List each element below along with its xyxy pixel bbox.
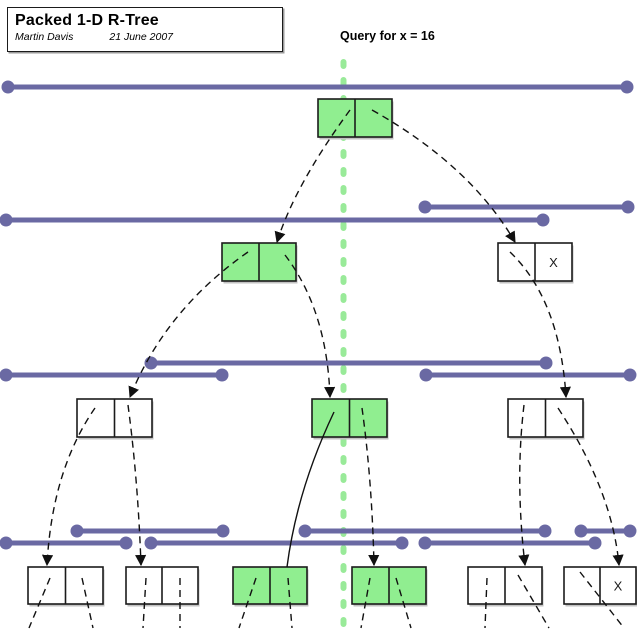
node-l3-mid [311, 398, 389, 440]
stub-l4-1b [81, 577, 94, 629]
interval-endpoint [216, 524, 230, 538]
stub-l4-4a [360, 577, 371, 629]
interval-endpoint [0, 536, 13, 550]
link-l3-mid-to-l4-4 [361, 407, 380, 567]
node-l4-3 [232, 566, 309, 607]
link-l3-left-to-l4-1 [41, 407, 96, 567]
interval-endpoint [539, 356, 553, 370]
title-box: Packed 1-D R-Tree Martin Davis 21 June 20… [7, 7, 283, 52]
interval-endpoint [215, 368, 229, 382]
query-label: Query for x = 16 [340, 29, 435, 43]
interval-l3-right [419, 368, 637, 382]
stub-l4-1a [28, 577, 51, 629]
link-l2-left-to-l3-left [128, 251, 249, 399]
interval-endpoint [623, 524, 637, 538]
interval-endpoint [395, 536, 409, 550]
node-l4-4 [351, 566, 428, 607]
null-entry-label: X [614, 579, 623, 594]
stub-l4-3a [238, 577, 257, 629]
interval-l4-b [298, 524, 552, 538]
interval-endpoint [621, 200, 635, 214]
node-root [317, 98, 394, 140]
stub-l4-5a [484, 577, 488, 629]
interval-endpoint [418, 536, 432, 550]
interval-l2-left [0, 213, 550, 227]
interval-endpoint [298, 524, 312, 538]
interval-endpoint [418, 200, 432, 214]
stub-l4-5b [517, 574, 550, 629]
interval-endpoint [0, 213, 13, 227]
node-l2-right: X [497, 242, 574, 284]
link-l3-left-to-l4-2 [127, 404, 147, 567]
node-l4-2 [125, 566, 200, 607]
interval-l4-e [144, 536, 409, 550]
interval-endpoint [419, 368, 433, 382]
link-l3-right-to-l4-5 [518, 404, 530, 567]
interval-l4-a [70, 524, 230, 538]
interval-endpoint [620, 80, 634, 94]
interval-endpoint [144, 356, 158, 370]
slide-title: Packed 1-D R-Tree [15, 12, 159, 29]
node-l4-1 [27, 566, 105, 607]
interval-endpoint [574, 524, 588, 538]
author-name: Martin Davis [15, 31, 74, 43]
interval-endpoint [536, 213, 550, 227]
interval-l2-right [418, 200, 635, 214]
link-root-to-l2-left [274, 109, 351, 244]
stub-l4-2a [142, 577, 147, 629]
interval-endpoint [70, 524, 84, 538]
byline: Martin Davis 21 June 2007 [15, 31, 282, 43]
node-l4-5 [467, 566, 544, 607]
node-l3-left [76, 398, 154, 440]
interval-endpoint [144, 536, 158, 550]
link-l2-left-to-l3-mid [284, 254, 336, 399]
interval-l4-f [418, 536, 602, 550]
interval-endpoint [538, 524, 552, 538]
interval-endpoint [623, 368, 637, 382]
link-l3-right-to-l4-6 [557, 407, 624, 567]
interval-l4-c [574, 524, 637, 538]
stub-l4-3b [287, 577, 293, 629]
stub-l4-4b [395, 577, 412, 629]
interval-endpoint [1, 80, 15, 94]
interval-endpoint [0, 368, 13, 382]
link-l2-right-to-l3-right [509, 251, 571, 399]
interval-root [1, 80, 634, 94]
interval-l4-d [0, 536, 133, 550]
node-l4-6: X [563, 566, 637, 607]
link-l3-mid-to-l4-3 [286, 411, 335, 568]
interval-endpoint [119, 536, 133, 550]
interval-l3-mid [144, 356, 553, 370]
null-entry-label: X [549, 255, 558, 270]
interval-l3-left [0, 368, 229, 382]
slide-date: 21 June 2007 [109, 31, 174, 43]
interval-endpoint [588, 536, 602, 550]
link-root-to-l2-right [371, 109, 516, 243]
